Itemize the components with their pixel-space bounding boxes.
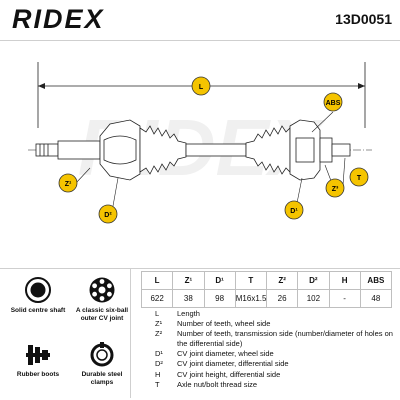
feature-cv-joint: A classic six-ball outer CV joint: [72, 276, 132, 323]
abs-badge: [323, 92, 343, 112]
header-cell: Z²: [265, 271, 299, 290]
legend-key: Z²: [155, 329, 163, 339]
header-cell: D²: [297, 271, 330, 290]
value-cell: M16x1.5: [234, 289, 268, 308]
d1-label: D¹: [290, 208, 298, 215]
value-cell: 38: [172, 289, 205, 308]
leader-lines: [75, 111, 346, 209]
value-cell: -: [328, 289, 361, 308]
z3-badge: [325, 178, 345, 198]
d1-badge: [284, 200, 304, 220]
feature-label: Rubber boots: [16, 371, 60, 378]
spec-table: L Z¹ D¹ T Z² D² H ABS 622 38 98 M16x1.5 …: [140, 271, 393, 308]
wheel-side-stub: [35, 140, 101, 160]
header-cell: D¹: [203, 271, 236, 290]
legend-text: Number of teeth, wheel side: [177, 319, 271, 329]
table-divider: [0, 268, 400, 269]
value-cell: 622: [140, 289, 174, 308]
length-badge: [191, 76, 211, 96]
inner-cv-joint: [289, 119, 351, 181]
cv-joint-icon: [89, 277, 115, 303]
features-divider: [130, 268, 131, 398]
value-cell: 48: [359, 289, 393, 308]
t-label: T: [357, 175, 362, 182]
legend-row: Z² Number of teeth, transmission side (n…: [155, 329, 395, 349]
legend-row: L Length: [155, 309, 395, 319]
feature-label: Durable steel clamps: [81, 371, 123, 386]
t-badge: [349, 167, 369, 187]
spec-value-row: 622 38 98 M16x1.5 26 102 - 48: [140, 289, 393, 308]
z1-label: Z¹: [65, 181, 72, 188]
legend-row: D¹ CV joint diameter, wheel side: [155, 349, 395, 359]
value-cell: 26: [265, 289, 299, 308]
legend-row: Z¹ Number of teeth, wheel side: [155, 319, 395, 329]
legend-row: H CV joint height, differential side: [155, 370, 395, 380]
feature-rubber-boots: Rubber boots: [8, 342, 68, 379]
legend-key: L: [155, 309, 160, 318]
legend-text: CV joint diameter, differential side: [177, 359, 289, 369]
header-cell: H: [328, 271, 361, 290]
feature-label: A classic six-ball outer CV joint: [75, 307, 129, 322]
left-boot: [139, 125, 187, 175]
value-cell: 102: [297, 289, 330, 308]
feature-solid-shaft: Solid centre shaft: [8, 276, 68, 315]
outer-cv-joint: [99, 119, 141, 181]
header-divider: [0, 40, 400, 41]
d2-badge: [98, 204, 118, 224]
header-cell: T: [234, 271, 268, 290]
legend-text: Axle nut/bolt thread size: [177, 379, 258, 389]
legend-key: H: [155, 369, 161, 379]
legend-text: CV joint diameter, wheel side: [177, 349, 274, 359]
drive-shaft-diagram: RIDEX L: [28, 62, 372, 224]
value-cell: 98: [203, 289, 236, 308]
z3-label: Z³: [332, 186, 339, 193]
legend-text: Length: [177, 309, 200, 318]
legend-text: Number of teeth, transmission side (numb…: [177, 329, 393, 349]
legend-key: D¹: [155, 349, 163, 359]
part-number: 13D0051: [335, 11, 392, 27]
legend-key: Z¹: [155, 319, 163, 329]
brand-logo: RIDEX: [12, 4, 105, 34]
rubber-boot-icon: [26, 345, 50, 365]
legend-text: CV joint height, differential side: [177, 369, 281, 379]
header-cell: L: [140, 271, 174, 290]
header-cell: ABS: [359, 271, 393, 290]
solid-shaft-icon: [25, 277, 51, 303]
solid-shaft: [185, 143, 247, 157]
feature-steel-clamps: Durable steel clamps: [72, 342, 132, 387]
d2-label: D²: [104, 212, 112, 219]
header-cell: Z¹: [172, 271, 205, 290]
legend-key: D²: [155, 359, 163, 369]
length-label: L: [199, 84, 204, 91]
spec-header-row: L Z¹ D¹ T Z² D² H ABS: [140, 271, 393, 290]
legend-key: T: [155, 379, 160, 389]
z1-badge: [58, 173, 78, 193]
spec-legend: L Length Z¹ Number of teeth, wheel side …: [155, 309, 395, 390]
steel-clamp-icon: [90, 342, 114, 367]
legend-row: D² CV joint diameter, differential side: [155, 359, 395, 369]
legend-row: T Axle nut/bolt thread size: [155, 380, 395, 390]
feature-label: Solid centre shaft: [10, 307, 66, 314]
abs-label: ABS: [326, 100, 341, 107]
